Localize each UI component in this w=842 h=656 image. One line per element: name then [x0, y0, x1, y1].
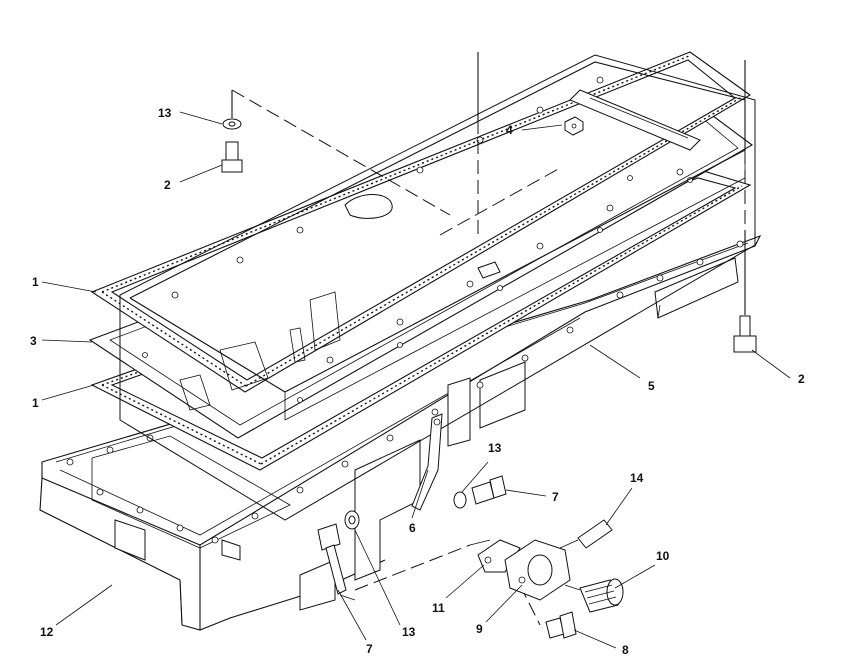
nut-4	[564, 116, 584, 136]
bolt-7-mid	[471, 475, 507, 505]
callout-11: 11	[432, 601, 445, 615]
callout-5: 5	[648, 379, 655, 393]
bolt-2-right	[733, 315, 757, 353]
callout-13-bottom: 13	[402, 625, 416, 639]
housing-9	[504, 539, 571, 601]
bolt-2-top	[221, 141, 243, 173]
callout-4: 4	[506, 123, 513, 137]
cover-plate-5	[119, 54, 756, 521]
callout-6: 6	[409, 521, 416, 535]
callout-2-top: 2	[164, 178, 171, 192]
bracket-6	[411, 413, 443, 511]
callout-7-bottom: 7	[366, 642, 373, 656]
callout-14: 14	[630, 471, 644, 485]
callout-13-top: 13	[158, 106, 172, 120]
washer-13-top	[222, 118, 242, 130]
gasket-upper	[90, 51, 752, 393]
callout-3: 3	[30, 334, 37, 348]
callout-1-upper: 1	[32, 275, 39, 289]
leader-lines	[41, 111, 791, 649]
callout-12: 12	[40, 625, 54, 639]
plug-10	[564, 578, 624, 613]
washer-13-mid	[453, 491, 467, 509]
callout-1-lower: 1	[32, 396, 39, 410]
callout-7-mid: 7	[552, 490, 559, 504]
sensor-14	[559, 519, 613, 549]
assembly-lines	[231, 52, 746, 626]
callout-8: 8	[622, 643, 629, 656]
bolt-8	[545, 611, 577, 639]
oil-pan	[39, 234, 762, 631]
callout-13-mid: 13	[488, 441, 502, 455]
callout-labels: 13 2 4 1 3 1 5 2 13 7 6 14 10 12 7 13 11…	[30, 106, 805, 656]
callout-10: 10	[656, 549, 670, 563]
callout-9: 9	[476, 622, 483, 636]
bolt-7-bottom	[317, 523, 347, 595]
callout-2-right: 2	[798, 372, 805, 386]
washer-13-bottom	[344, 510, 360, 530]
